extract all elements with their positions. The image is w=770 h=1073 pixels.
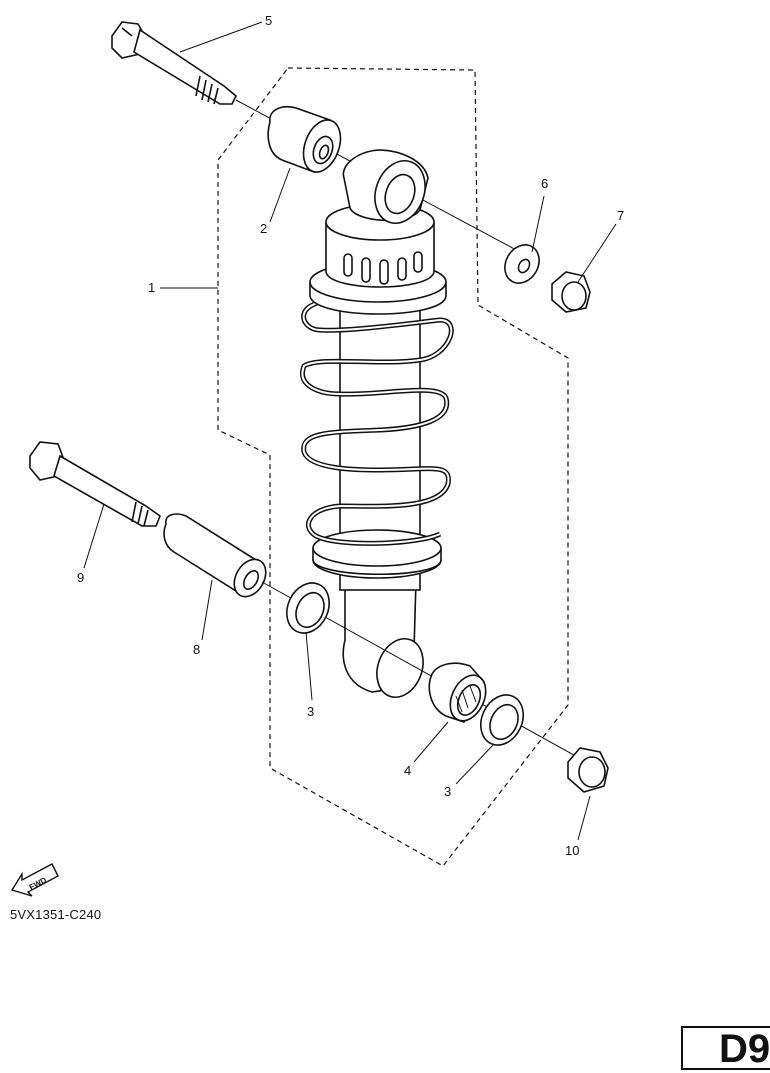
callout-1: 1 <box>148 280 155 295</box>
callout-3-right: 3 <box>444 784 451 799</box>
washer-6 <box>504 244 540 284</box>
callout-5: 5 <box>265 13 272 28</box>
bolt-lower <box>29 441 161 527</box>
callout-6: 6 <box>541 176 548 191</box>
bearing-4 <box>428 662 487 723</box>
callout-2: 2 <box>260 221 267 236</box>
callout-10: 10 <box>565 843 579 858</box>
seal-left <box>286 582 330 634</box>
nut-10 <box>567 747 609 793</box>
page-code: D9 <box>719 1027 770 1071</box>
assembly-boundary <box>217 67 569 867</box>
seal-right <box>480 694 524 746</box>
bolt-upper <box>111 21 237 105</box>
callout-3-left: 3 <box>307 704 314 719</box>
collar-lower <box>163 513 267 598</box>
callout-7: 7 <box>617 208 624 223</box>
page-code-box: D9 <box>681 1026 770 1071</box>
shock-absorber <box>299 149 454 698</box>
fwd-arrow-icon: FWD <box>10 863 59 897</box>
leader-lines <box>83 21 617 841</box>
callout-8: 8 <box>193 642 200 657</box>
nut-7 <box>551 271 591 313</box>
callout-4: 4 <box>404 763 411 778</box>
collar-upper <box>267 106 342 174</box>
diagram-reference-code: 5VX1351-C240 <box>10 907 102 922</box>
callout-9: 9 <box>77 570 84 585</box>
